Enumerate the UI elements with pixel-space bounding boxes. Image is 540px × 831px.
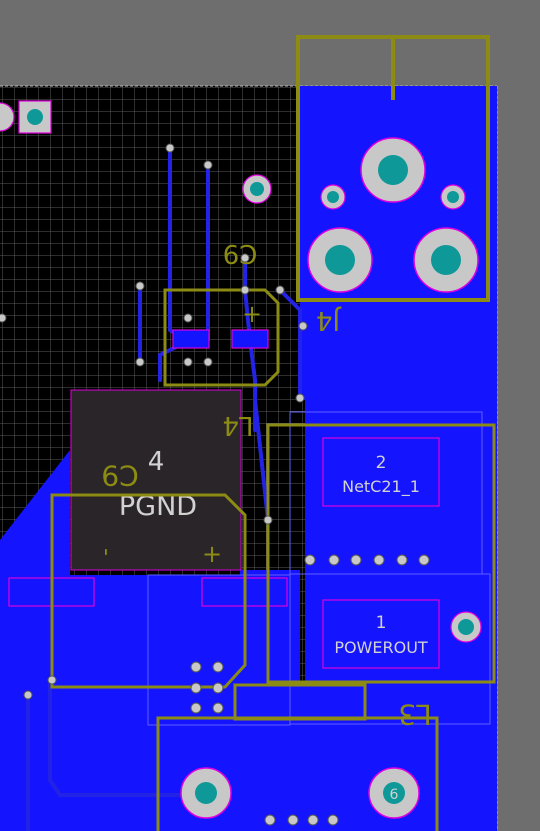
l4-plus-mark: +: [242, 300, 262, 328]
l4-pad-right[interactable]: [231, 329, 269, 349]
j4-mounting-pads[interactable]: [307, 137, 479, 293]
l4-silkscreen-outline: [163, 288, 280, 387]
c9-plus-mark: +: [202, 540, 222, 568]
pad-2-netc21[interactable]: [322, 437, 440, 507]
l3-silkscreen-outline: [266, 423, 496, 684]
keepout-outlines: [147, 411, 491, 726]
pad-4-number: 4: [148, 447, 165, 477]
c9-silkscreen-outline: [50, 493, 247, 689]
pad-1-powerout[interactable]: [322, 599, 440, 669]
c9-minus-mark: -: [94, 548, 119, 556]
via-6-number: 6: [390, 787, 399, 803]
pad-2-number: 2: [376, 453, 387, 473]
copper-pour-connector[interactable]: [235, 685, 365, 720]
pad-1-net-label: POWEROUT: [334, 638, 428, 657]
small-vias[interactable]: [0, 143, 430, 826]
pad-2-net-label: NetC21_1: [342, 477, 420, 497]
pad-1-number: 1: [376, 613, 387, 633]
l4-pad-left[interactable]: [172, 329, 210, 349]
c9-designator: C9: [101, 459, 138, 492]
pad-4-pgnd[interactable]: [70, 389, 242, 571]
lower-component-outline: [156, 716, 439, 831]
c9-top-designator: C9: [223, 238, 258, 268]
through-hole-pads[interactable]: [0, 100, 482, 819]
l4-designator: L4: [222, 410, 253, 440]
l3-designator: L3: [398, 698, 431, 731]
j4-designator: J4: [316, 305, 342, 335]
